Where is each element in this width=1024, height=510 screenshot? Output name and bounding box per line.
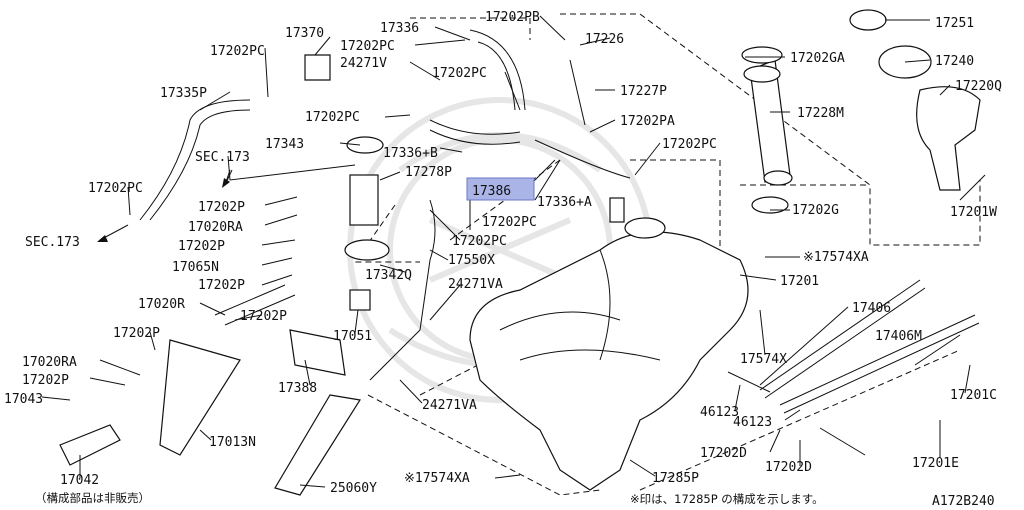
part-label-17202PC[interactable]: 17202PC	[88, 181, 143, 196]
part-label-17336B[interactable]: 17336+B	[383, 146, 438, 161]
part-label-24271V[interactable]: 24271V	[340, 56, 387, 71]
part-label-17202PC[interactable]: 17202PC	[305, 110, 360, 125]
part-label-17202PC[interactable]: 17202PC	[210, 44, 265, 59]
part-label-17202PC[interactable]: 17202PC	[452, 234, 507, 249]
section-arrows	[97, 169, 233, 242]
part-label-17228M[interactable]: 17228M	[797, 106, 844, 121]
part-label-17201[interactable]: 17201	[780, 274, 819, 289]
filler-hose-assembly	[741, 9, 981, 214]
arrow-icon	[222, 178, 230, 188]
part-label-17202PC[interactable]: 17202PC	[432, 66, 487, 81]
part-label-17202D[interactable]: 17202D	[765, 460, 812, 475]
part-label-17202P[interactable]: 17202P	[113, 326, 160, 341]
part-label-group: 17370 17336 17202PB 17251 17202PC 17202P…	[4, 10, 1002, 496]
part-label-17226[interactable]: 17226	[585, 32, 624, 47]
part-label-17020RA[interactable]: 17020RA	[188, 220, 243, 235]
part-label-17201C[interactable]: 17201C	[950, 388, 997, 403]
part-label-17202P[interactable]: 17202P	[22, 373, 69, 388]
part-label-17240[interactable]: 17240	[935, 54, 974, 69]
highlight-box	[466, 177, 535, 201]
part-label-17336[interactable]: 17336	[380, 21, 419, 36]
protector-plates	[59, 329, 361, 496]
part-label-17013N[interactable]: 17013N	[209, 435, 256, 450]
part-label-25060Y[interactable]: 25060Y	[330, 481, 377, 496]
part-label-17285P[interactable]: 17285P	[652, 471, 699, 486]
part-label-17202G[interactable]: 17202G	[792, 203, 839, 218]
part-label-24271VA[interactable]: 24271VA	[422, 398, 477, 413]
part-label-17020R[interactable]: 17020R	[138, 297, 185, 312]
part-label-SEC173[interactable]: SEC.173	[195, 150, 250, 165]
part-label-17343[interactable]: 17343	[265, 137, 304, 152]
part-label-17574XA[interactable]: ※17574XA	[404, 471, 470, 486]
part-label-46123[interactable]: 46123	[700, 405, 739, 420]
part-label-17574XA[interactable]: ※17574XA	[803, 250, 869, 265]
part-label-17202PA[interactable]: 17202PA	[620, 114, 675, 129]
part-label-17336A[interactable]: 17336+A	[537, 195, 592, 210]
part-label-24271VA[interactable]: 24271VA	[448, 277, 503, 292]
part-label-17388[interactable]: 17388	[278, 381, 317, 396]
part-label-17370[interactable]: 17370	[285, 26, 324, 41]
part-label-17043[interactable]: 17043	[4, 392, 43, 407]
mounting-straps	[727, 279, 980, 456]
part-label-46123[interactable]: 46123	[733, 415, 772, 430]
leader-lines	[41, 15, 986, 488]
part-label-SEC173[interactable]: SEC.173	[25, 235, 80, 250]
pump-assembly	[304, 54, 390, 311]
breather-hoses	[139, 29, 631, 381]
part-label-17202P[interactable]: 17202P	[240, 309, 287, 324]
part-label-17227P[interactable]: 17227P	[620, 84, 667, 99]
part-label-17406[interactable]: 17406	[852, 301, 891, 316]
part-label-17051[interactable]: 17051	[333, 329, 372, 344]
footnote-components-not-sold: （構成部品は非販売）	[35, 491, 150, 505]
part-label-17202D[interactable]: 17202D	[700, 446, 747, 461]
part-label-17342Q[interactable]: 17342Q	[365, 268, 412, 283]
part-label-17220Q[interactable]: 17220Q	[955, 79, 1002, 94]
part-label-17251[interactable]: 17251	[935, 16, 974, 31]
part-label-17202P[interactable]: 17202P	[178, 239, 225, 254]
part-label-17201W[interactable]: 17201W	[950, 205, 997, 220]
part-label-17202PB[interactable]: 17202PB	[485, 10, 540, 25]
part-label-17042[interactable]: 17042	[60, 473, 99, 488]
part-label-17202GA[interactable]: 17202GA	[790, 51, 845, 66]
part-label-17202P[interactable]: 17202P	[198, 278, 245, 293]
fuel-tank	[469, 197, 749, 491]
part-label-17020RA[interactable]: 17020RA	[22, 355, 77, 370]
footnote-17285P-components: ※印は、17285P の構成を示します。	[630, 492, 824, 506]
part-label-17386[interactable]: 17386	[472, 184, 511, 199]
part-label-17202PC[interactable]: 17202PC	[482, 215, 537, 230]
part-label-17574X[interactable]: 17574X	[740, 352, 787, 367]
diagram-code: A172B240	[932, 494, 995, 509]
part-label-17550X[interactable]: 17550X	[448, 253, 495, 268]
arrow-icon	[97, 235, 108, 242]
part-label-17202P[interactable]: 17202P	[198, 200, 245, 215]
part-label-17335P[interactable]: 17335P	[160, 86, 207, 101]
part-label-17278P[interactable]: 17278P	[405, 165, 452, 180]
part-label-17201E[interactable]: 17201E	[912, 456, 959, 471]
part-label-17065N[interactable]: 17065N	[172, 260, 219, 275]
part-label-17202PC[interactable]: 17202PC	[662, 137, 717, 152]
part-label-17406M[interactable]: 17406M	[875, 329, 922, 344]
part-label-17202PC[interactable]: 17202PC	[340, 39, 395, 54]
